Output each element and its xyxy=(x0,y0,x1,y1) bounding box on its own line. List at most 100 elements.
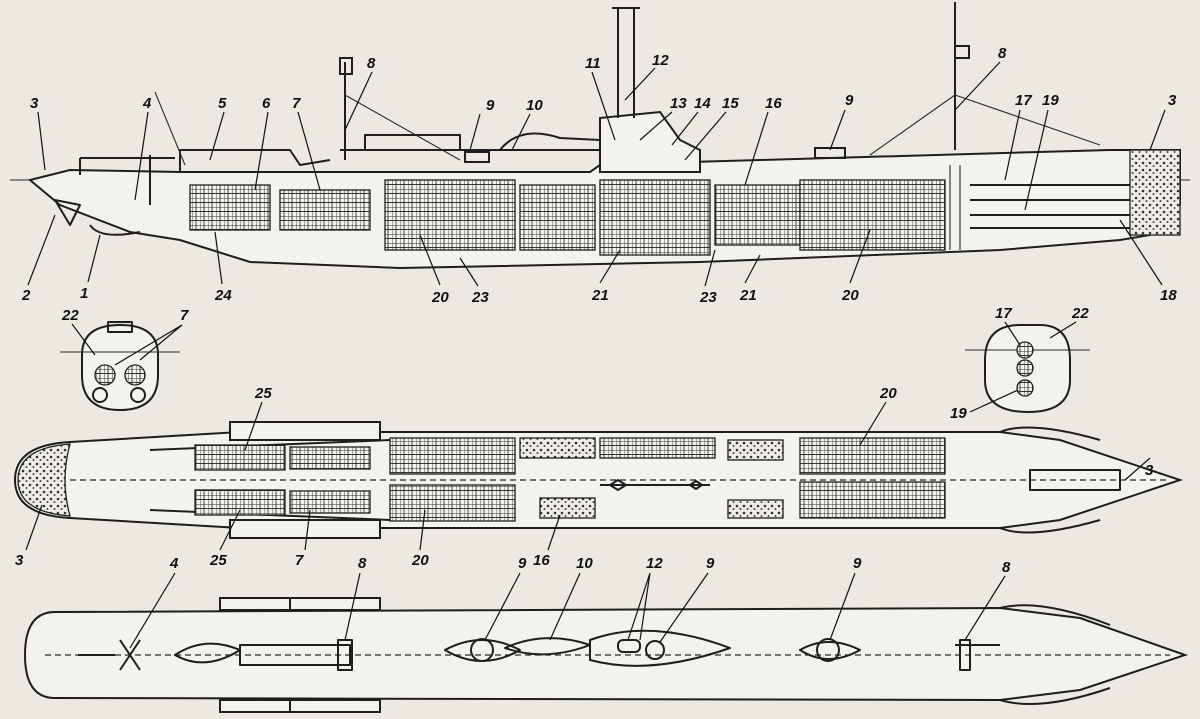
deck-label-8-aft: 8 xyxy=(358,555,367,572)
plan-control-room xyxy=(599,437,716,459)
plan-stern-ballast xyxy=(17,443,71,517)
deck-bulge xyxy=(289,699,381,713)
label-12: 12 xyxy=(652,52,669,69)
label-10: 10 xyxy=(526,97,543,114)
plan-label-25-top: 25 xyxy=(254,385,272,402)
deck-label-10: 10 xyxy=(576,555,593,572)
label-9-fore: 9 xyxy=(845,92,854,109)
deck-periscopes-12 xyxy=(617,639,641,653)
label-8-fore: 8 xyxy=(998,45,1007,62)
label-3: 3 xyxy=(30,95,39,112)
stern-section-shaft xyxy=(130,387,146,403)
bow-section-tube xyxy=(1016,359,1034,377)
bow-section-label-19: 19 xyxy=(950,405,967,422)
profile-leaders xyxy=(27,61,1166,287)
bow-section-label-22: 22 xyxy=(1071,305,1089,322)
deck-hull xyxy=(23,606,1189,702)
battery-fore xyxy=(799,179,946,251)
hatch xyxy=(814,147,846,159)
stern-section-leaders xyxy=(71,323,183,366)
control-room xyxy=(519,184,596,251)
label-20-aft: 20 xyxy=(431,289,449,306)
label-23-aft: 23 xyxy=(471,289,489,306)
plan-view: 3 3 7 16 20 20 25 25 xyxy=(13,385,1184,569)
label-19: 19 xyxy=(1042,92,1059,109)
deck-bulge xyxy=(219,699,291,713)
label-3-bow: 3 xyxy=(1168,92,1177,109)
stern-section-label-22: 22 xyxy=(61,307,79,324)
stern-section-hatch xyxy=(107,321,133,333)
deck-label-9-center: 9 xyxy=(706,555,715,572)
label-24: 24 xyxy=(214,287,232,304)
plan-tank-16 xyxy=(539,497,596,519)
plan-tank xyxy=(519,437,596,459)
deck-label-8-fore: 8 xyxy=(1002,559,1011,576)
label-5: 5 xyxy=(218,95,227,112)
label-2: 2 xyxy=(21,287,31,304)
plan-engine-port xyxy=(194,444,286,471)
deck-bow-planes xyxy=(999,604,1111,705)
deck-label-12: 12 xyxy=(646,555,663,572)
bulkhead xyxy=(949,165,961,250)
label-7: 7 xyxy=(292,95,301,112)
label-18: 18 xyxy=(1160,287,1177,304)
battery-aft xyxy=(384,179,516,251)
profile-view: 1 2 3 3 4 5 6 7 8 8 9 9 10 11 12 13 14 1… xyxy=(10,2,1190,306)
plan-label-20-top: 20 xyxy=(879,385,897,402)
plan-motor-starboard xyxy=(289,490,371,514)
deck-hatch-9-center xyxy=(645,640,665,660)
plan-bow-tube xyxy=(1029,469,1121,491)
plan-label-7: 7 xyxy=(295,552,304,569)
label-1: 1 xyxy=(80,285,88,302)
deck-label-4: 4 xyxy=(169,555,179,572)
bow-section-tube xyxy=(1016,341,1034,359)
stern-section-shaft xyxy=(92,387,108,403)
deck-hatch-fairing-fore xyxy=(799,641,861,660)
stern-rudder xyxy=(89,224,141,236)
bow-ballast xyxy=(1129,149,1181,236)
plan-battery-4 xyxy=(799,481,946,519)
deck-view: 4 8 8 9 9 9 10 12 xyxy=(23,555,1189,713)
conning-tower xyxy=(599,110,701,173)
plan-leaders xyxy=(25,401,1151,551)
mast-lamp xyxy=(339,57,353,75)
label-14: 14 xyxy=(694,95,711,112)
plan-label-3-stern: 3 xyxy=(15,552,24,569)
plan-battery-1 xyxy=(389,437,516,475)
stern-planes xyxy=(79,155,175,205)
plan-tank xyxy=(727,499,784,519)
stern-section-motor xyxy=(94,364,116,386)
plan-battery-2 xyxy=(389,484,516,522)
deck-label-9-fore: 9 xyxy=(853,555,862,572)
torpedo-tubes xyxy=(970,184,1150,229)
label-15: 15 xyxy=(722,95,739,112)
label-13: 13 xyxy=(670,95,687,112)
label-17: 17 xyxy=(1015,92,1032,109)
battery-mid xyxy=(714,184,801,246)
plan-central-fittings xyxy=(600,479,710,491)
label-9-aft: 9 xyxy=(486,97,495,114)
plan-label-3-bow: 3 xyxy=(1145,462,1154,479)
label-23-fore: 23 xyxy=(699,289,717,306)
deck-hatch-9-fore xyxy=(816,638,840,662)
label-20-fore: 20 xyxy=(841,287,859,304)
plan-label-25-bottom: 25 xyxy=(209,552,227,569)
plan-battery-3 xyxy=(799,437,946,475)
stern-section-label-7: 7 xyxy=(180,307,189,324)
engine-block xyxy=(189,184,271,231)
motor-room xyxy=(279,189,371,231)
propeller xyxy=(54,199,81,226)
plan-label-16: 16 xyxy=(533,552,550,569)
plan-bow-planes xyxy=(999,426,1101,534)
antenna-stays xyxy=(154,91,1101,166)
stern-section: 22 7 xyxy=(60,307,189,412)
profile-labels: 1 2 3 3 4 5 6 7 8 8 9 9 10 11 12 13 14 1… xyxy=(21,45,1177,306)
deck-hatch-fairing xyxy=(444,639,521,662)
label-4: 4 xyxy=(142,95,152,112)
periscopes xyxy=(617,8,635,118)
deck-mast-8-fore xyxy=(955,639,1000,671)
deck-label-9-aft: 9 xyxy=(518,555,527,572)
deck-bulge xyxy=(289,597,381,611)
